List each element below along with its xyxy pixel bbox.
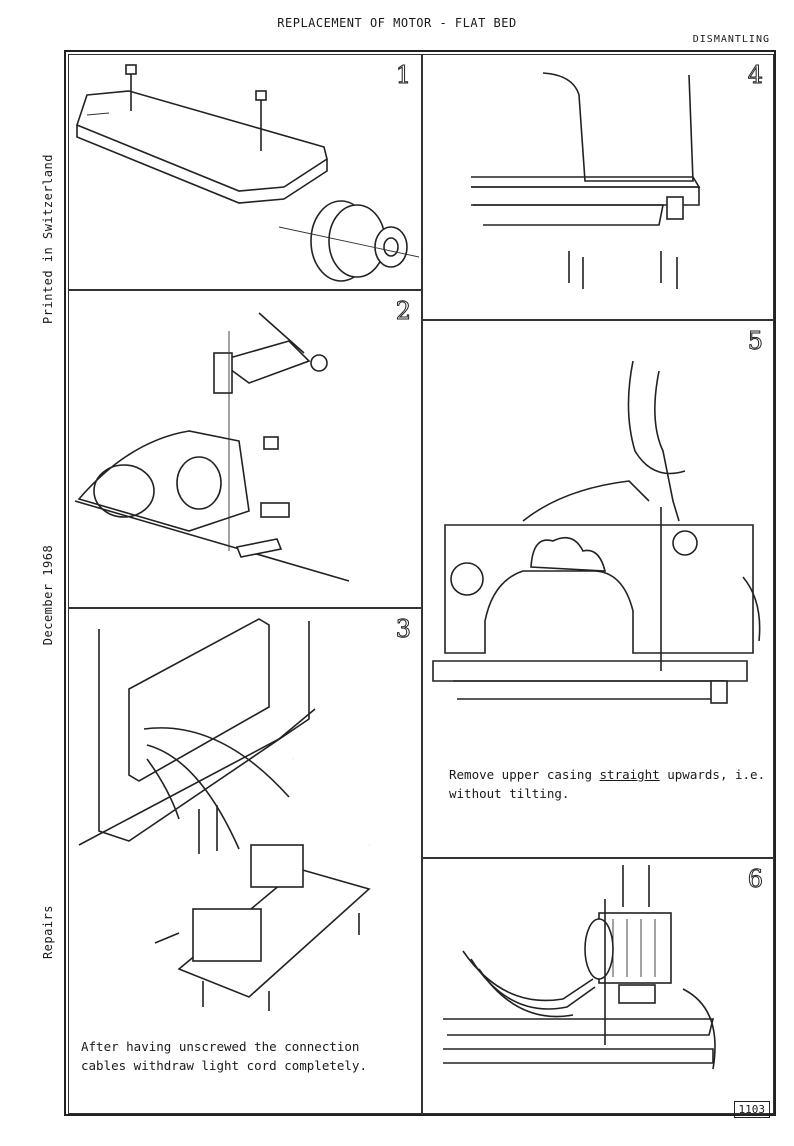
caption-text-start: Remove upper casing bbox=[449, 767, 600, 782]
panel-4: 4 bbox=[422, 54, 774, 320]
section-label: DISMANTLING bbox=[692, 34, 770, 45]
panel-5: 5 Remove upper casing straight upwards, … bbox=[422, 320, 774, 858]
bed-base-screws-illustration bbox=[471, 72, 701, 289]
panel-number: 6 bbox=[747, 865, 763, 894]
panel-number: 2 bbox=[395, 297, 411, 326]
panel-number: 1 bbox=[395, 61, 411, 90]
page-number: 1103 bbox=[733, 1101, 770, 1118]
panel-1: 1 bbox=[68, 54, 422, 290]
panel-number: 3 bbox=[395, 615, 411, 644]
panel-2: 2 bbox=[68, 290, 422, 608]
caption-text-end: upwards, i.e. without tilting. bbox=[449, 767, 766, 801]
sidebar-category: Repairs bbox=[41, 904, 55, 960]
panel-3-caption: After having unscrewed the connection ca… bbox=[81, 1039, 367, 1073]
panel-3: 3 After having unscrewed the connection … bbox=[68, 608, 422, 1114]
caption-text-emphasis: straight bbox=[599, 767, 660, 782]
panel-number: 4 bbox=[747, 61, 763, 90]
connection-cables-illustration bbox=[78, 618, 375, 1011]
flat-cover-and-pulley-illustration bbox=[76, 64, 420, 282]
panel-5-caption: Remove upper casing straight upwards, i.… bbox=[449, 765, 771, 803]
panel-6: 6 bbox=[422, 858, 774, 1114]
motor-removal-illustration bbox=[443, 865, 716, 1070]
diagram-frame bbox=[64, 50, 776, 1116]
sidebar-date: December 1968 bbox=[41, 544, 55, 646]
lifting-upper-casing-illustration bbox=[432, 360, 761, 704]
page-title: REPLACEMENT OF MOTOR - FLAT BED bbox=[277, 16, 517, 30]
sidebar-printed: Printed in Switzerland bbox=[41, 154, 55, 324]
needle-bar-mechanism-illustration bbox=[74, 312, 350, 582]
panel-number: 5 bbox=[747, 327, 763, 356]
